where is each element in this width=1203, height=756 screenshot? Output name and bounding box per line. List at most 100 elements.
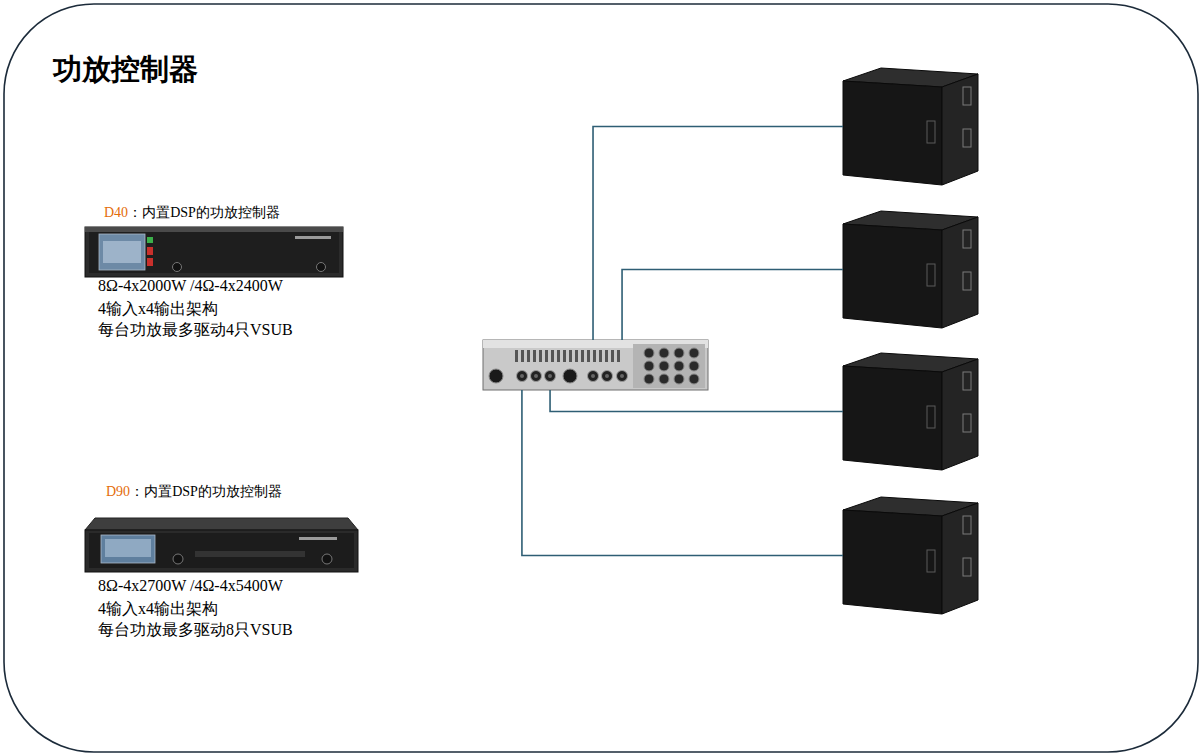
vent-slot bbox=[551, 350, 554, 362]
speaker-connector bbox=[588, 371, 599, 382]
amplifier-node: D40：内置DSP的功放控制器 8Ω-4x2000W /4Ω-4x2400W 4输入… bbox=[85, 203, 360, 338]
speaker-connector bbox=[617, 371, 628, 382]
handle bbox=[927, 550, 935, 572]
button bbox=[147, 247, 153, 255]
vent-slot bbox=[527, 350, 530, 362]
text-line: 8Ω-4x2000W /4Ω-4x2400W bbox=[98, 277, 283, 295]
front-plate bbox=[89, 533, 354, 568]
vent-slot bbox=[569, 350, 572, 362]
handle bbox=[963, 414, 971, 432]
speaker-connector-core bbox=[548, 374, 552, 378]
xlr-connector bbox=[644, 361, 654, 371]
vent bbox=[195, 551, 305, 557]
spec-text: 8Ω-4x2700W /4Ω-4x5400W bbox=[98, 577, 283, 594]
model-name: D90 bbox=[106, 484, 130, 499]
device-illustration bbox=[843, 210, 978, 329]
cabinet-side bbox=[942, 217, 978, 328]
power-connector bbox=[563, 369, 577, 383]
vent-slot bbox=[599, 350, 602, 362]
logo-mark bbox=[295, 236, 331, 239]
vent-slot bbox=[587, 350, 590, 362]
text-line: 每台功放最多驱动8只VSUB bbox=[98, 620, 293, 641]
power-connector bbox=[489, 369, 503, 383]
cabinet-front bbox=[843, 510, 942, 614]
device-illustration bbox=[843, 496, 978, 615]
io-panel bbox=[633, 344, 705, 388]
vent-slot bbox=[557, 350, 560, 362]
subwoofer-node bbox=[843, 352, 978, 471]
chassis bbox=[85, 530, 358, 572]
button bbox=[147, 237, 153, 243]
knob bbox=[322, 554, 332, 564]
text-line: 4输入x4输出架构 bbox=[98, 599, 218, 620]
speaker-connector-core bbox=[620, 374, 624, 378]
text-line: 8Ω-4x2700W /4Ω-4x5400W bbox=[98, 577, 283, 595]
xlr-connector bbox=[674, 348, 684, 358]
cabinet-side bbox=[942, 359, 978, 470]
speaker-cable bbox=[550, 390, 843, 412]
vent-slot bbox=[539, 350, 542, 362]
handle bbox=[963, 87, 971, 105]
chassis bbox=[85, 227, 343, 277]
xlr-connector bbox=[659, 348, 669, 358]
model-description: ：内置DSP的功放控制器 bbox=[130, 484, 282, 499]
vent-slot bbox=[515, 350, 518, 362]
xlr-connector bbox=[689, 374, 699, 384]
cabinet-side bbox=[942, 503, 978, 614]
handle bbox=[963, 516, 971, 534]
speaker-connector-core bbox=[520, 374, 524, 378]
xlr-connector bbox=[644, 348, 654, 358]
handle bbox=[963, 272, 971, 290]
text-line: 4输入x4输出架构 bbox=[98, 299, 218, 320]
speaker-connector-core bbox=[534, 374, 538, 378]
vent-slot bbox=[605, 350, 608, 362]
spec-text: 每台功放最多驱动8只VSUB bbox=[98, 621, 293, 638]
speaker-connector bbox=[531, 371, 542, 382]
xlr-connector bbox=[659, 374, 669, 384]
rounded-frame bbox=[4, 4, 1198, 752]
chassis-top bbox=[85, 227, 343, 232]
device-illustration bbox=[843, 67, 978, 186]
xlr-connector bbox=[674, 374, 684, 384]
subwoofer-node bbox=[843, 67, 978, 186]
vent-slot bbox=[533, 350, 536, 362]
vent-slot bbox=[563, 350, 566, 362]
speaker-connector bbox=[517, 371, 528, 382]
vent-slot bbox=[611, 350, 614, 362]
xlr-connector bbox=[659, 361, 669, 371]
text-line: 每台功放最多驱动4只VSUB bbox=[98, 320, 293, 341]
text-line: D40：内置DSP的功放控制器 bbox=[104, 204, 280, 222]
xlr-connector bbox=[644, 374, 654, 384]
chassis-top bbox=[85, 518, 358, 530]
amplifier-rear-node bbox=[483, 340, 708, 390]
subwoofer-node bbox=[843, 210, 978, 329]
speaker-cable bbox=[522, 390, 843, 556]
front-plate bbox=[89, 232, 339, 273]
handle bbox=[963, 129, 971, 147]
handle bbox=[963, 372, 971, 390]
screen-plot bbox=[105, 539, 151, 557]
device-illustration bbox=[85, 227, 343, 277]
text-line: D90：内置DSP的功放控制器 bbox=[106, 483, 282, 501]
speaker-connector-core bbox=[591, 374, 595, 378]
device-illustration bbox=[843, 352, 978, 471]
xlr-connector bbox=[689, 348, 699, 358]
subwoofer-node bbox=[843, 496, 978, 615]
diagram-title: 功放控制器 bbox=[53, 50, 198, 90]
speaker-cable bbox=[593, 127, 843, 341]
vent-slot bbox=[545, 350, 548, 362]
knob bbox=[173, 554, 183, 564]
speaker-cable bbox=[622, 270, 843, 341]
xlr-connector bbox=[689, 361, 699, 371]
cabinet-front bbox=[843, 224, 942, 328]
model-description: ：内置DSP的功放控制器 bbox=[128, 205, 280, 220]
screen-plot bbox=[103, 241, 141, 263]
cabinet-side bbox=[942, 74, 978, 185]
speaker-connector-core bbox=[605, 374, 609, 378]
device-illustration bbox=[85, 518, 358, 572]
vent-slot bbox=[521, 350, 524, 362]
spec-text: 4输入x4输出架构 bbox=[98, 300, 218, 317]
cabinet-front bbox=[843, 366, 942, 470]
